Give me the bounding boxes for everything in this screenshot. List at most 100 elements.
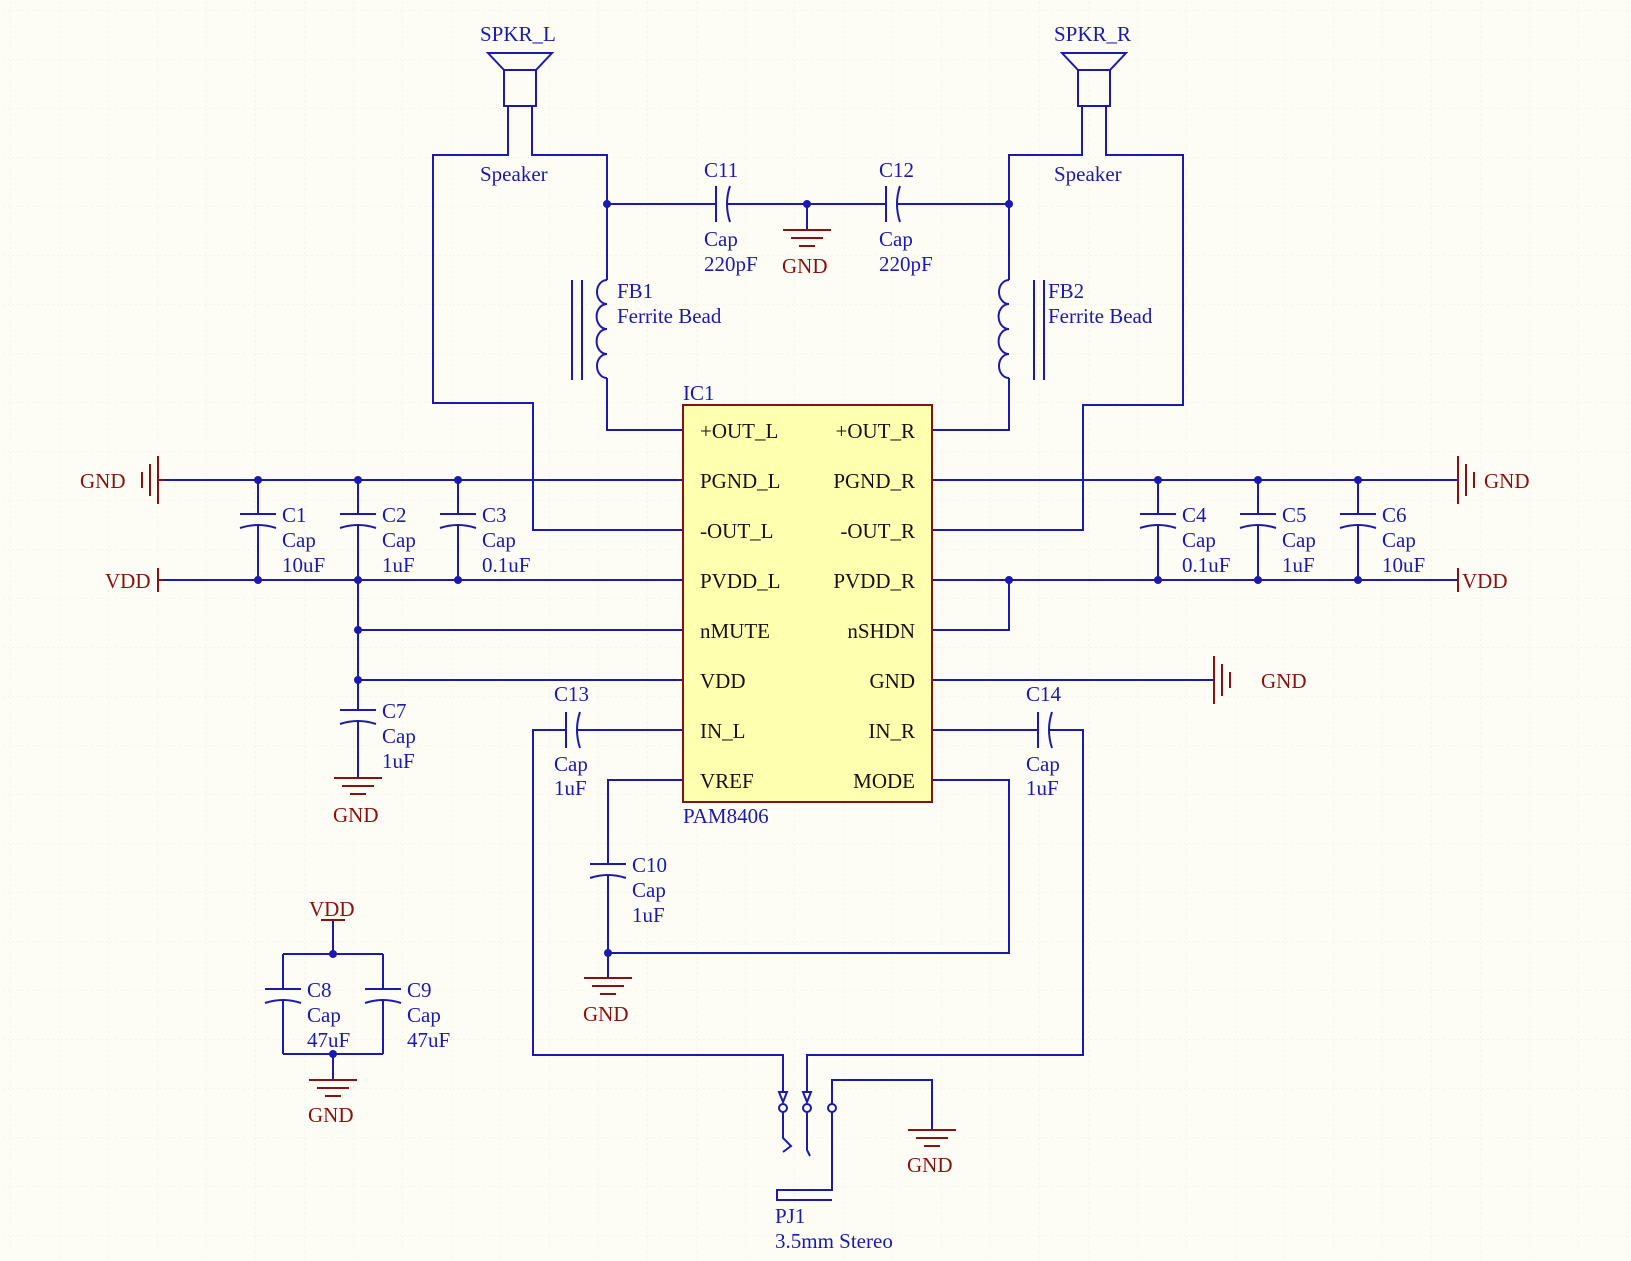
cap-c6[interactable]: C6 Cap 10uF — [1339, 503, 1425, 577]
c8-designator: C8 — [307, 978, 332, 1002]
c2-value: 1uF — [382, 553, 415, 577]
c1-type: Cap — [282, 528, 316, 552]
fb2-label: Ferrite Bead — [1048, 304, 1153, 328]
ic1[interactable]: IC1 PAM8406 +OUT_L PGND_L -OUT_L PVDD_L … — [682, 381, 933, 828]
c3-designator: C3 — [482, 503, 507, 527]
jack-pj1[interactable]: PJ1 3.5mm Stereo — [775, 1091, 893, 1253]
c1-value: 10uF — [282, 553, 325, 577]
c7-type: Cap — [382, 724, 416, 748]
fb2-designator: FB2 — [1048, 279, 1084, 303]
cap-c14[interactable]: C14 Cap 1uF — [1026, 682, 1062, 800]
ferrite-bead-fb1[interactable]: FB1 Ferrite Bead — [571, 279, 722, 380]
pin-out-r-neg: -OUT_R — [840, 519, 915, 543]
c3-value: 0.1uF — [482, 553, 530, 577]
vdd-label-left: VDD — [105, 569, 151, 593]
gnd-label-pgnd-r: GND — [1484, 469, 1530, 493]
wires — [163, 106, 1458, 1130]
c2-designator: C2 — [382, 503, 407, 527]
c7-designator: C7 — [382, 699, 407, 723]
ic1-part: PAM8406 — [683, 804, 769, 828]
gnd-symbol-jack: GND — [907, 1129, 956, 1177]
c13-value: 1uF — [554, 776, 587, 800]
wire-jack-gnd — [831, 1079, 933, 1130]
gnd-symbol-pgnd-l: GND — [80, 456, 163, 504]
c1-designator: C1 — [282, 503, 307, 527]
jack-ring-contact — [806, 1112, 811, 1157]
cap-c12[interactable]: C12 Cap 220pF — [879, 158, 933, 276]
cap-c5[interactable]: C5 Cap 1uF — [1239, 503, 1316, 577]
jack-tip-arrow-icon — [777, 1091, 789, 1105]
c5-type: Cap — [1282, 528, 1316, 552]
cap-c13[interactable]: C13 Cap 1uF — [554, 682, 589, 800]
speaker-left[interactable]: SPKR_L Speaker — [480, 22, 556, 186]
speaker-right-label: Speaker — [1054, 162, 1122, 186]
cap-c2[interactable]: C2 Cap 1uF — [339, 503, 416, 577]
pin-mode: MODE — [853, 769, 915, 793]
speaker-left-designator: SPKR_L — [480, 22, 556, 46]
c7-value: 1uF — [382, 749, 415, 773]
jack-designator: PJ1 — [775, 1204, 805, 1228]
c1-plate-bottom — [239, 524, 277, 529]
pin-pvdd-l: PVDD_L — [700, 569, 781, 593]
speaker-right-designator: SPKR_R — [1054, 22, 1131, 46]
pin-out-l-neg: -OUT_L — [700, 519, 773, 543]
jack-label: 3.5mm Stereo — [775, 1229, 893, 1253]
cap-c10[interactable]: C10 Cap 1uF — [589, 853, 667, 927]
wire-nshdn — [932, 580, 1010, 631]
cap-c4[interactable]: C4 Cap 0.1uF — [1139, 503, 1230, 577]
cap-c7[interactable]: C7 Cap 1uF — [339, 699, 416, 773]
speaker-left-label: Speaker — [480, 162, 548, 186]
cap-c3[interactable]: C3 Cap 0.1uF — [439, 503, 530, 577]
c5-designator: C5 — [1282, 503, 1307, 527]
pin-nshdn: nSHDN — [847, 619, 915, 643]
wire-spkr-l-pos-top — [531, 106, 608, 204]
speaker-right[interactable]: SPKR_R Speaker — [1054, 22, 1131, 186]
gnd-label-bank: GND — [308, 1103, 354, 1127]
gnd-label-pgnd-l: GND — [80, 469, 126, 493]
ferrite-bead-fb2[interactable]: FB2 Ferrite Bead — [997, 279, 1153, 380]
c6-designator: C6 — [1382, 503, 1407, 527]
vdd-label-bank: VDD — [309, 897, 355, 921]
c8-type: Cap — [307, 1003, 341, 1027]
jack-sleeve-contact — [776, 1112, 833, 1201]
vdd-symbol-bank: VDD — [309, 897, 355, 921]
jack-tip-contact — [782, 1112, 793, 1153]
ic1-left-pins: +OUT_L PGND_L -OUT_L PVDD_L nMUTE VDD IN… — [700, 419, 781, 793]
wire-vref — [607, 779, 683, 864]
c8-value: 47uF — [307, 1028, 350, 1052]
gnd-symbol-gnd-pin: GND — [1213, 656, 1307, 704]
pin-out-l-pos: +OUT_L — [700, 419, 778, 443]
pin-in-l: IN_L — [700, 719, 746, 743]
cap-c8[interactable]: C8 Cap 47uF — [264, 978, 350, 1052]
pin-vdd: VDD — [700, 669, 746, 693]
gnd-label-filter: GND — [782, 254, 828, 278]
fb1-coil-icon — [595, 279, 608, 379]
pin-pvdd-r: PVDD_R — [833, 569, 915, 593]
c11-designator: C11 — [704, 158, 738, 182]
cap-c1[interactable]: C1 Cap 10uF — [239, 503, 325, 577]
c11-type: Cap — [704, 227, 738, 251]
c11-value: 220pF — [704, 252, 758, 276]
cap-c9[interactable]: C9 Cap 47uF — [364, 978, 450, 1052]
c4-value: 0.1uF — [1182, 553, 1230, 577]
speaker-right-cone-icon — [1059, 52, 1129, 71]
c10-designator: C10 — [632, 853, 667, 877]
fb1-designator: FB1 — [617, 279, 653, 303]
c5-value: 1uF — [1282, 553, 1315, 577]
wire-spkr-r-pos — [1008, 106, 1083, 280]
ic1-right-pins: +OUT_R PGND_R -OUT_R PVDD_R nSHDN GND IN… — [833, 419, 915, 793]
c10-value: 1uF — [632, 903, 665, 927]
cap-c11[interactable]: C11 Cap 220pF — [704, 158, 758, 276]
c2-type: Cap — [382, 528, 416, 552]
wire-spkr-r-neg — [932, 106, 1184, 531]
c9-designator: C9 — [407, 978, 432, 1002]
c4-designator: C4 — [1182, 503, 1207, 527]
c10-type: Cap — [632, 878, 666, 902]
ic1-body — [682, 404, 933, 803]
wire-fb2-bottom — [932, 378, 1010, 431]
c3-type: Cap — [482, 528, 516, 552]
c12-type: Cap — [879, 227, 913, 251]
wire-spkr-l-neg — [432, 106, 683, 531]
wire-fb1-bottom — [606, 378, 683, 431]
